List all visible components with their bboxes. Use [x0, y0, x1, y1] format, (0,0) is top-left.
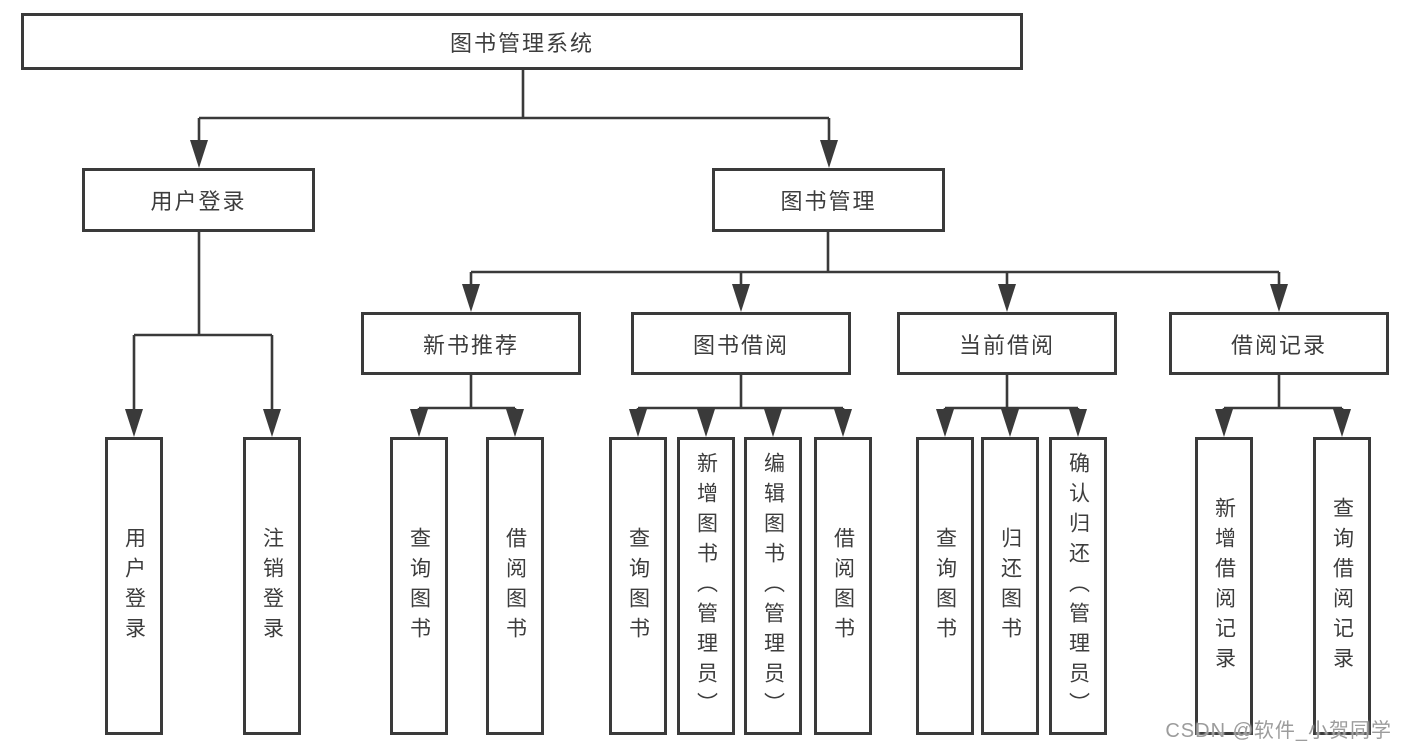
- leaf-borrow-books: 借阅图书: [814, 437, 872, 735]
- leaf-add-borrow-record: 新增借阅记录: [1195, 437, 1253, 735]
- leaf-query-books-borrow: 查询图书: [609, 437, 667, 735]
- node-borrow-records: 借阅记录: [1169, 312, 1389, 375]
- node-root-system: 图书管理系统: [21, 13, 1023, 70]
- leaf-edit-book-admin: 编辑图书（管理员）: [744, 437, 802, 735]
- leaf-borrow-books-recommend: 借阅图书: [486, 437, 544, 735]
- leaf-confirm-return-admin: 确认归还（管理员）: [1049, 437, 1107, 735]
- leaf-query-borrow-record: 查询借阅记录: [1313, 437, 1371, 735]
- node-user-login: 用户登录: [82, 168, 315, 232]
- leaf-user-login: 用户登录: [105, 437, 163, 735]
- leaf-add-book-admin: 新增图书（管理员）: [677, 437, 735, 735]
- node-book-borrow: 图书借阅: [631, 312, 851, 375]
- leaf-query-books-recommend: 查询图书: [390, 437, 448, 735]
- node-new-book-recommend: 新书推荐: [361, 312, 581, 375]
- leaf-query-books-current: 查询图书: [916, 437, 974, 735]
- leaf-logout: 注销登录: [243, 437, 301, 735]
- node-current-borrow: 当前借阅: [897, 312, 1117, 375]
- leaf-return-books: 归还图书: [981, 437, 1039, 735]
- node-book-management: 图书管理: [712, 168, 945, 232]
- watermark: CSDN @软件_小贺同学: [1165, 720, 1392, 742]
